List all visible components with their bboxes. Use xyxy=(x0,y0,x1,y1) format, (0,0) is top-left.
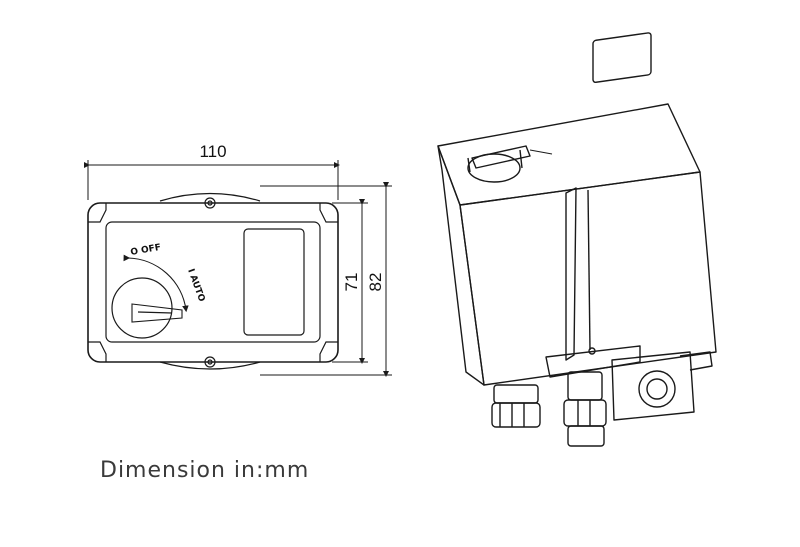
isometric-view xyxy=(437,32,717,447)
right-fitting xyxy=(611,351,713,421)
dimension-caption: Dimension in:mm xyxy=(100,458,310,483)
middle-fitting xyxy=(563,371,607,447)
bottom-bracket xyxy=(545,345,641,378)
front-panel xyxy=(105,221,321,343)
front-view xyxy=(87,192,339,370)
left-face xyxy=(437,145,485,386)
width-dimension xyxy=(84,160,340,200)
indicator-window xyxy=(243,228,305,336)
outer-housing xyxy=(87,202,339,363)
top-knob-lever xyxy=(471,145,531,169)
top-mounting-ear xyxy=(159,192,261,202)
height-dimensions xyxy=(260,182,392,377)
outer-height-value: 82 xyxy=(366,273,385,292)
rotation-arc xyxy=(123,254,189,313)
left-fitting xyxy=(491,384,541,428)
width-value: 110 xyxy=(199,142,226,161)
off-label: O OFF xyxy=(130,243,162,258)
inner-height-value: 71 xyxy=(342,273,361,292)
auto-label: I AUTO xyxy=(185,268,206,304)
bottom-mounting-ear xyxy=(159,361,261,370)
top-window xyxy=(592,32,652,83)
top-knob xyxy=(467,153,521,183)
